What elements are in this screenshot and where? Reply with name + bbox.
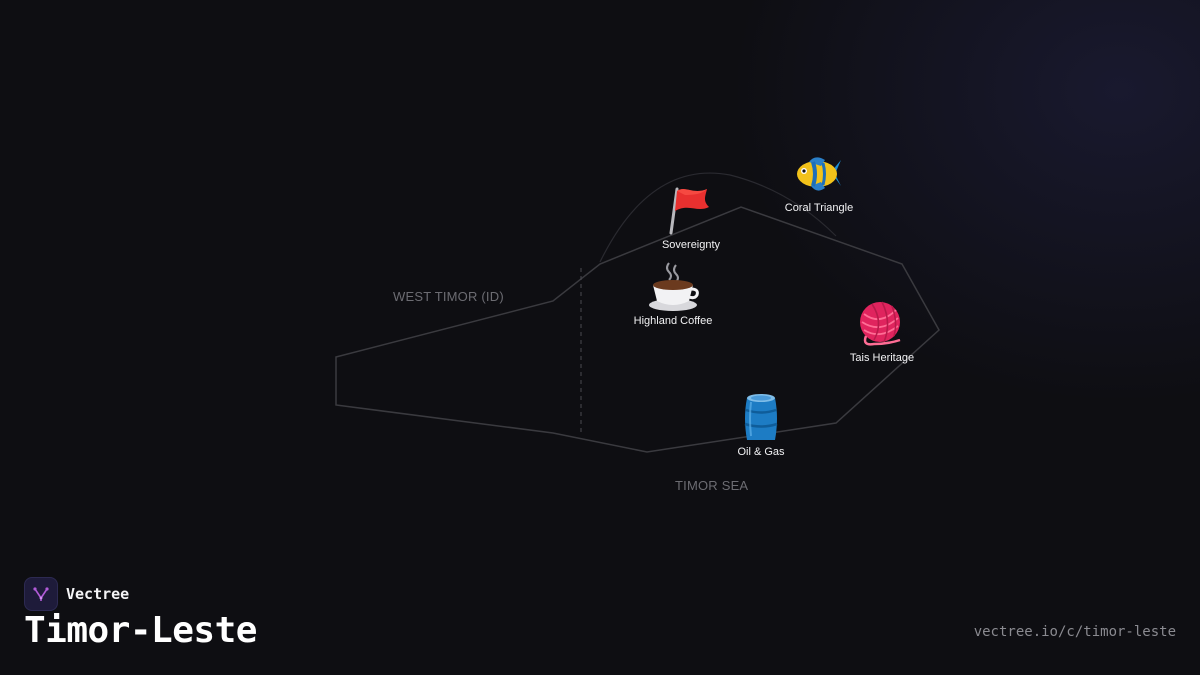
connection-arc <box>599 172 837 263</box>
marker-highland-coffee[interactable]: Highland Coffee <box>603 259 743 327</box>
region-label-west-timor: WEST TIMOR (ID) <box>393 289 504 304</box>
island-outline <box>335 206 940 453</box>
marker-label: Coral Triangle <box>784 202 854 214</box>
marker-label: Oil & Gas <box>737 446 785 458</box>
oil-barrel-icon <box>744 394 778 440</box>
marker-tais-heritage[interactable]: Tais Heritage <box>812 296 952 364</box>
tropical-fish-icon <box>797 157 841 191</box>
region-label-timor-sea: TIMOR SEA <box>675 478 749 493</box>
marker-label: Tais Heritage <box>849 352 915 364</box>
vectree-logo <box>24 577 58 611</box>
marker-label: Sovereignty <box>661 239 721 251</box>
page-url[interactable]: vectree.io/c/timor-leste <box>973 624 1176 640</box>
yarn-ball-icon <box>860 301 901 346</box>
marker-label: Highland Coffee <box>633 315 713 327</box>
marker-oil-gas[interactable]: Oil & Gas <box>691 390 831 458</box>
brand-name: Vectree <box>66 585 130 603</box>
page-title: Timor-Leste <box>24 610 257 651</box>
marker-sovereignty[interactable]: Sovereignty <box>621 183 761 251</box>
hot-coffee-icon <box>649 262 699 311</box>
red-flag-icon <box>669 187 709 235</box>
brand[interactable]: Vectree <box>24 577 129 611</box>
tree-logo-icon <box>33 587 49 601</box>
marker-coral-triangle[interactable]: Coral Triangle <box>749 146 889 214</box>
